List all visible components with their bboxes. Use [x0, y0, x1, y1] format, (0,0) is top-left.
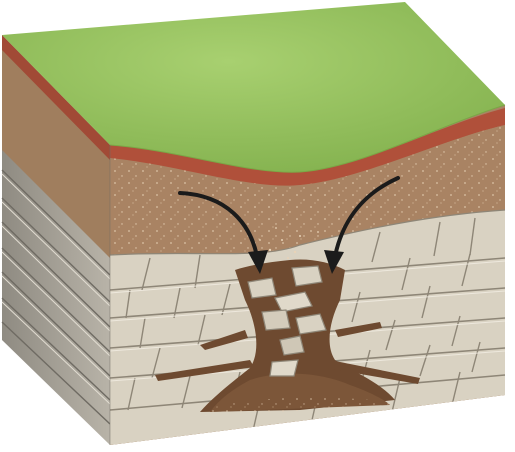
grass-surface [2, 2, 506, 173]
arrowhead-right-icon [324, 250, 344, 274]
block-left-face [1, 35, 111, 445]
collapse-cavity [155, 227, 420, 416]
block-front-face [109, 105, 506, 445]
topsoil-layer [110, 108, 505, 189]
down-arrow-left-icon [178, 191, 260, 264]
subsidence-arrows [178, 176, 400, 274]
down-arrow-right-icon [332, 176, 400, 264]
arrowhead-left-icon [248, 250, 268, 274]
